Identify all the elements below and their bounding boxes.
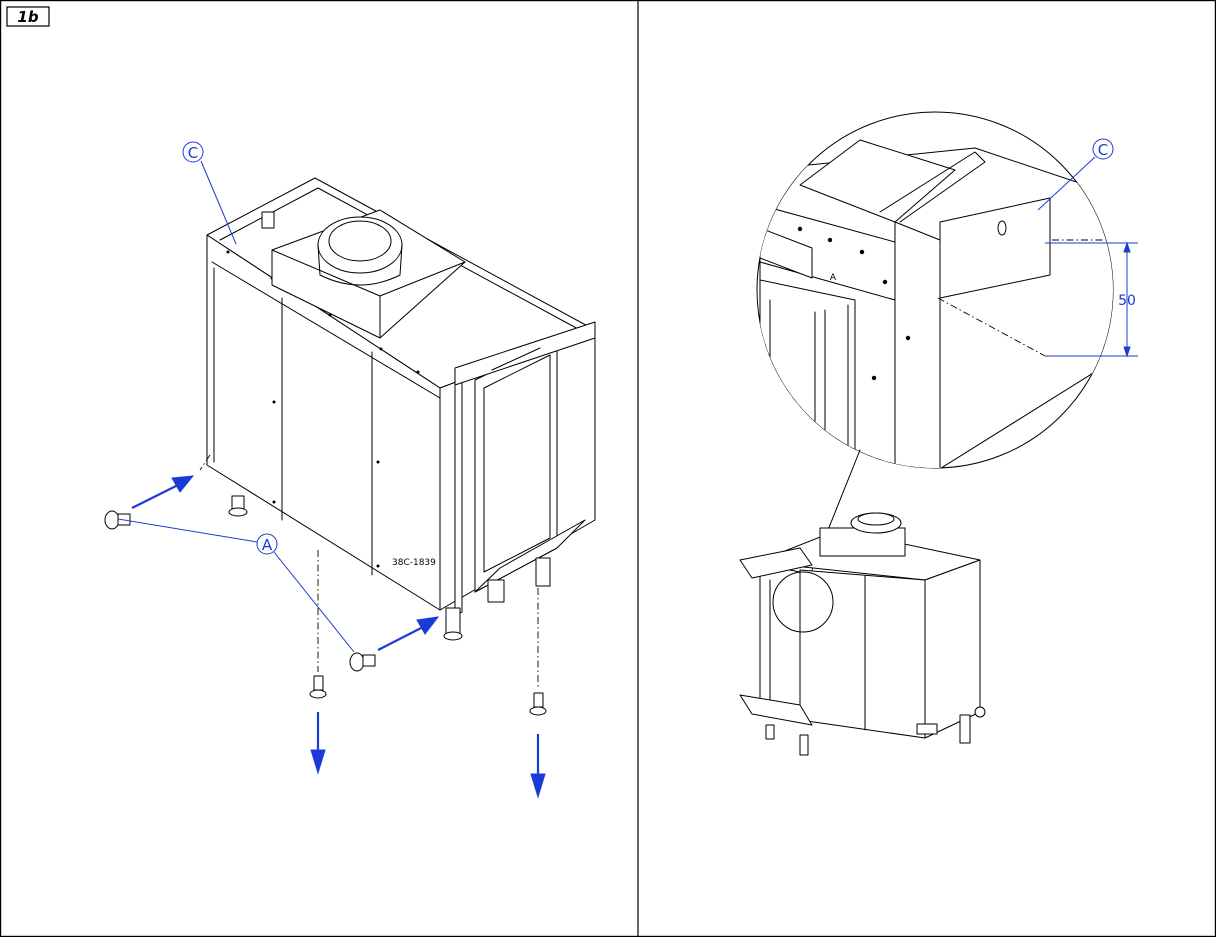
- leg-rear-right: [535, 557, 551, 587]
- callout-c-right-label: C: [1098, 141, 1108, 159]
- rivet: [272, 500, 276, 504]
- overview-flue-box: [819, 527, 906, 557]
- overview-front-face: [799, 569, 926, 739]
- rivet: [376, 564, 380, 568]
- insert-arrow-right: [377, 625, 426, 651]
- removed-foot-right-base: [529, 706, 547, 716]
- rivet: [376, 460, 380, 464]
- overview-bottom-tray: [739, 694, 813, 726]
- flue-collar-inner: [328, 220, 392, 262]
- callout-a-leader-right: [273, 551, 355, 653]
- callout-c-leader: [200, 160, 237, 245]
- overview-leg: [959, 714, 971, 744]
- rivet: [226, 250, 230, 254]
- leg-rear-mid: [487, 579, 505, 603]
- removed-foot-left-stem: [313, 675, 324, 691]
- leveling-knob-right: [349, 652, 365, 672]
- remove-arrow-left-head: [310, 749, 326, 775]
- detail-top-surface: [799, 139, 956, 223]
- callout-c-right-leader: [1037, 156, 1096, 211]
- figure-label-box: [6, 6, 50, 27]
- leveling-knob-right-shaft: [362, 654, 376, 667]
- flue-collar-wall: [317, 244, 403, 286]
- detail-rivet: [871, 375, 877, 381]
- overview-detail-circle: [772, 571, 834, 633]
- detail-rivet: [859, 249, 865, 255]
- overview-top-rail: [739, 547, 813, 579]
- glass-frame-inner: [483, 354, 551, 573]
- detail-rivet: [882, 279, 888, 285]
- overview-knob: [974, 706, 986, 718]
- detail-bracket-c: [939, 197, 1051, 299]
- right-overview-unit: [739, 512, 986, 756]
- dim-arrow-top: [1123, 241, 1131, 253]
- detail-dim-extension-bottom: [937, 297, 1046, 357]
- foot-front-left: [228, 507, 248, 517]
- overview-leg: [765, 724, 775, 740]
- centerline-knob-left: [199, 454, 211, 471]
- dimension-value: 50: [1118, 293, 1136, 309]
- remove-arrow-right-head: [530, 773, 546, 799]
- dim-arrow-bottom: [1123, 346, 1131, 358]
- callout-a-leader-left: [117, 518, 258, 543]
- leveling-knob-left: [104, 510, 120, 530]
- left-fireplace-unit: 38C-1839: [206, 177, 596, 641]
- removed-foot-right-stem: [533, 692, 544, 708]
- top-deck-inner-edge: [219, 187, 581, 331]
- top-rail-slot: [491, 347, 541, 371]
- callout-a-circle: [256, 533, 278, 555]
- figure-label: 1b: [6, 6, 50, 27]
- detail-rivet: [905, 335, 911, 341]
- part-number: 38C-1839: [392, 558, 436, 568]
- right-detail-view: A 50 C: [756, 111, 1138, 571]
- foot-front-right: [443, 631, 463, 641]
- rivet: [272, 400, 276, 404]
- top-rail: [454, 321, 596, 386]
- detail-rivet: [827, 237, 833, 243]
- overview-flue-collar-inner: [857, 512, 895, 526]
- rivet: [379, 347, 383, 351]
- dimension-50: 50: [1045, 241, 1138, 358]
- detail-top-rail: [879, 151, 986, 223]
- callout-c-circle: [182, 141, 204, 163]
- overview-leg: [799, 734, 809, 756]
- overview-leg: [916, 723, 938, 735]
- bottom-tray: [474, 519, 586, 593]
- insert-arrow-right-head: [416, 616, 440, 635]
- top-bracket: [261, 211, 275, 229]
- callout-a-label: A: [262, 536, 273, 554]
- detail-bracket-hole: [997, 220, 1007, 236]
- callout-c-label: C: [188, 144, 198, 162]
- left-callouts: C A: [117, 141, 355, 653]
- removed-foot-left-base: [309, 689, 327, 699]
- side-column: [454, 371, 463, 616]
- front-face-top-band: [211, 261, 441, 399]
- insert-arrow-left-head: [171, 475, 195, 493]
- detail-content: [759, 139, 1113, 468]
- detail-rivet: [797, 226, 803, 232]
- insert-arrow-left: [131, 483, 181, 509]
- rivet: [416, 370, 420, 374]
- overview-side-face: [924, 559, 981, 739]
- detail-column: [894, 221, 941, 468]
- callout-c-right-circle: [1092, 138, 1114, 160]
- detail-mark: A: [830, 273, 837, 283]
- figure-label-text: 1b: [17, 8, 38, 26]
